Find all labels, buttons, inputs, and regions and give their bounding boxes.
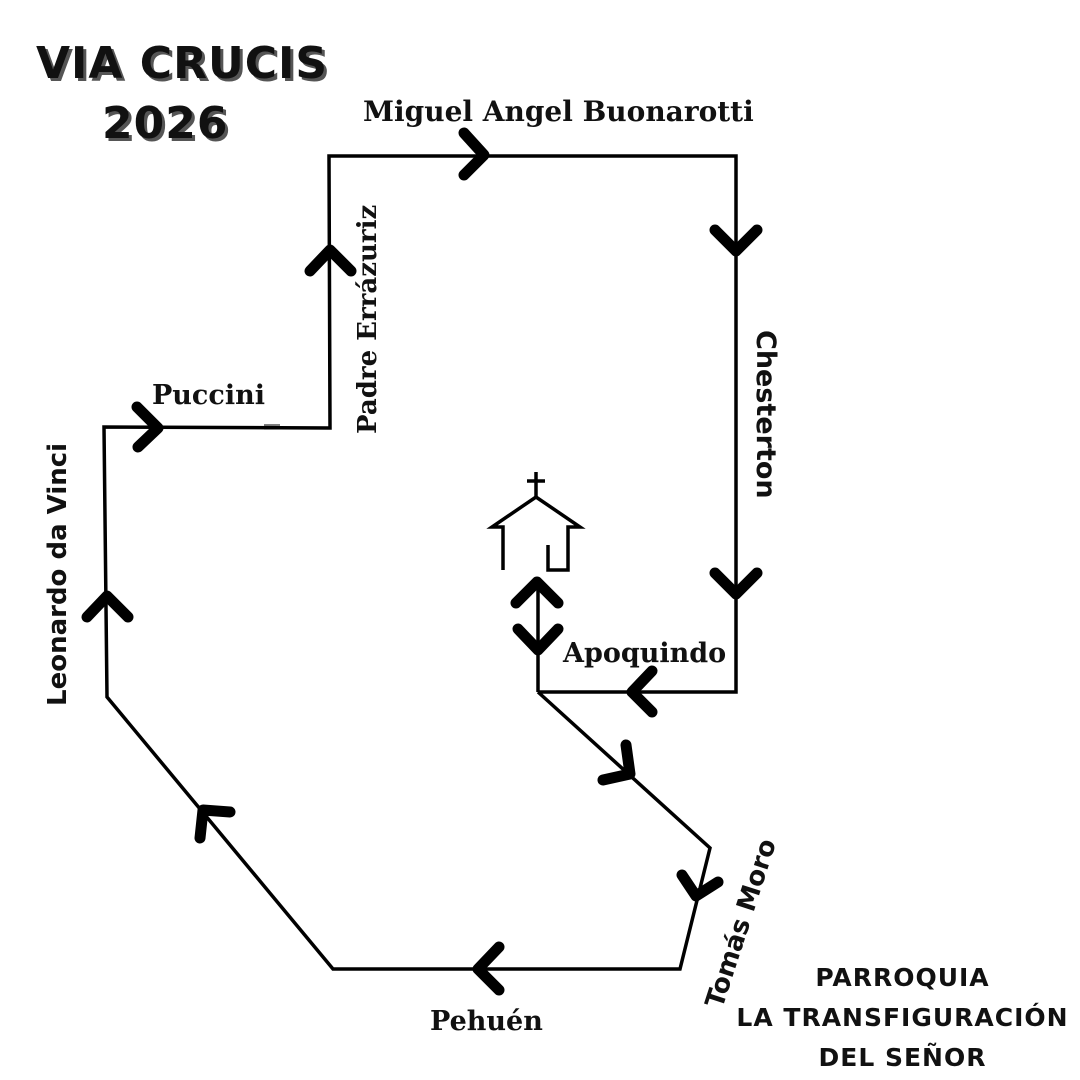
arrow-icon-church-down — [512, 623, 564, 656]
arrow-icon-pehuen — [472, 941, 505, 996]
arrow-icon-leonardo — [81, 590, 134, 623]
arrow-icon-church-up — [510, 576, 564, 609]
parish-name: PARROQUIA LA TRANSFIGURACIÓN DEL SEÑOR — [735, 958, 1070, 1078]
arrow-icon-tomas-moro — [676, 869, 724, 902]
arrow-icon-diagonal-right — [597, 739, 636, 786]
arrow-icon-chesterton-2 — [709, 567, 763, 600]
direction-arrows — [81, 127, 763, 996]
parish-line-2: LA TRANSFIGURACIÓN — [736, 1003, 1069, 1032]
street-label-pehuen: Pehuén — [430, 1006, 543, 1037]
route-line — [102, 154, 738, 971]
route-path — [102, 154, 738, 971]
arrow-icon-puccini — [131, 401, 164, 453]
arrow-icon-apoquindo — [626, 665, 658, 718]
arrow-icon-diagonal-left — [194, 804, 236, 844]
parish-line-1: PARROQUIA — [815, 963, 990, 992]
arrow-icon-chesterton-1 — [709, 224, 763, 257]
title-line-1: VIA CRUCIS — [36, 38, 329, 89]
arrow-icon-miguel-angel — [458, 127, 490, 181]
street-label-miguel-angel: Miguel Angel Buonarotti — [363, 95, 754, 128]
street-label-puccini: Puccini — [152, 380, 265, 411]
title-line-2: 2026 — [102, 98, 229, 149]
arrow-icon-padre-errazuriz — [304, 244, 357, 277]
street-label-padre-errazuriz: Padre Errázuriz — [353, 204, 383, 434]
parish-line-3: DEL SEÑOR — [818, 1043, 987, 1072]
street-label-apoquindo: Apoquindo — [563, 638, 727, 669]
church-icon — [486, 472, 586, 572]
street-label-leonardo: Leonardo da Vinci — [43, 442, 73, 706]
street-label-chesterton: Chesterton — [750, 330, 781, 499]
